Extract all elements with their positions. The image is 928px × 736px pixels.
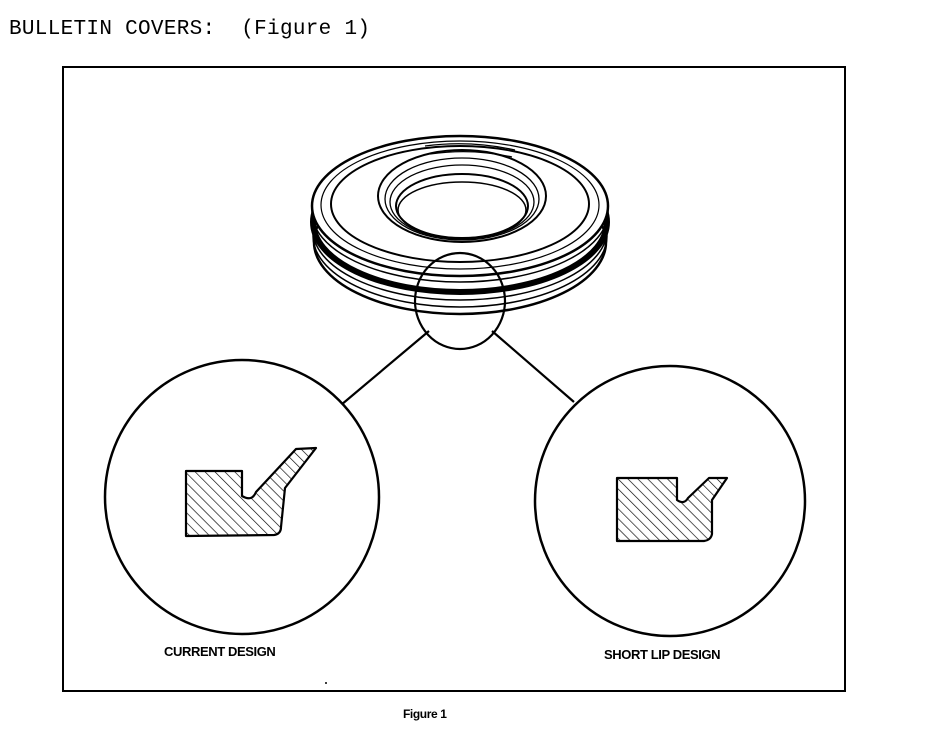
figure-caption: Figure 1 <box>403 707 447 721</box>
connector-line-right <box>491 330 575 403</box>
page-heading: BULLETIN COVERS: (Figure 1) <box>9 18 371 41</box>
connector-line-left <box>340 330 430 406</box>
short-lip-design-cross-section <box>615 476 729 543</box>
short-lip-design-label: SHORT LIP DESIGN <box>604 647 721 662</box>
figure-frame <box>62 66 846 692</box>
current-design-label: CURRENT DESIGN <box>164 644 276 659</box>
seal-ring-illustration <box>310 134 610 316</box>
scan-speck <box>325 682 327 684</box>
current-design-cross-section <box>184 446 318 538</box>
detail-magnifier-circle <box>413 251 507 351</box>
